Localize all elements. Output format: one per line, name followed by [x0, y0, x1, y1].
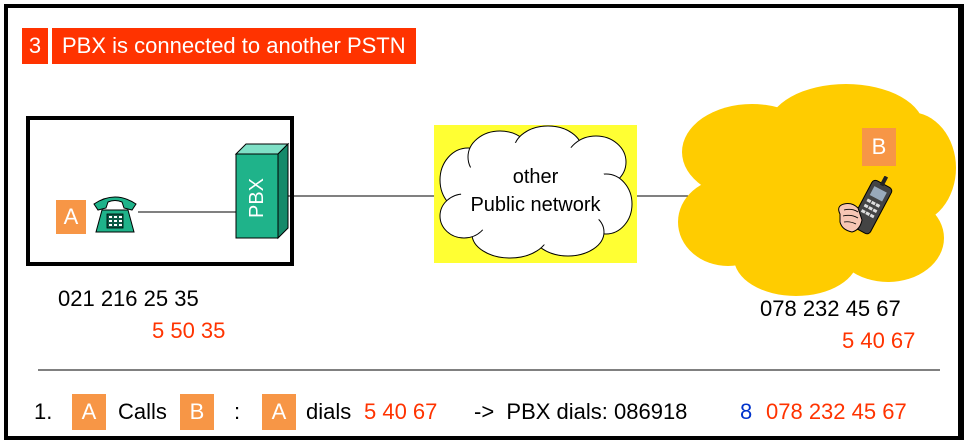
- site-a-badge: A: [56, 200, 86, 234]
- footer-calls: Calls: [118, 399, 167, 424]
- network-cloud-fill: [461, 141, 609, 245]
- site-b-cloud: [678, 84, 956, 296]
- site-a-box: [26, 116, 294, 266]
- site-b-number: 078 232 45 67: [760, 296, 901, 321]
- footer-pbx-dials: -> PBX dials: 086918: [474, 399, 688, 424]
- pbx-label: PBX: [246, 177, 268, 219]
- site-a-extension: 5 50 35: [152, 318, 226, 343]
- footer-index: 1.: [34, 399, 53, 424]
- mobile-phone-icon: [838, 176, 893, 235]
- footer-colon: :: [234, 399, 241, 424]
- site-a-number: 021 216 25 35: [58, 286, 199, 311]
- step-number-badge: 3: [22, 28, 48, 64]
- network-label-other: other: [512, 166, 559, 188]
- pbx-box: [234, 142, 290, 240]
- footer-target-number: 078 232 45 67: [766, 399, 907, 424]
- footer-dials: dials: [306, 399, 352, 424]
- footer-prefix: 8: [740, 399, 753, 424]
- footer-b-badge: B: [180, 394, 214, 430]
- network-label-public: Public network: [470, 194, 601, 216]
- footer-a-badge: A: [72, 394, 106, 430]
- slide-title: PBX is connected to another PSTN: [52, 28, 416, 64]
- footer-a-badge-2: A: [262, 394, 296, 430]
- telephone-icon: [93, 196, 137, 233]
- site-b-extension: 5 40 67: [842, 328, 916, 353]
- footer-dialed-number: 5 40 67: [364, 399, 438, 424]
- site-b-badge: B: [862, 128, 896, 166]
